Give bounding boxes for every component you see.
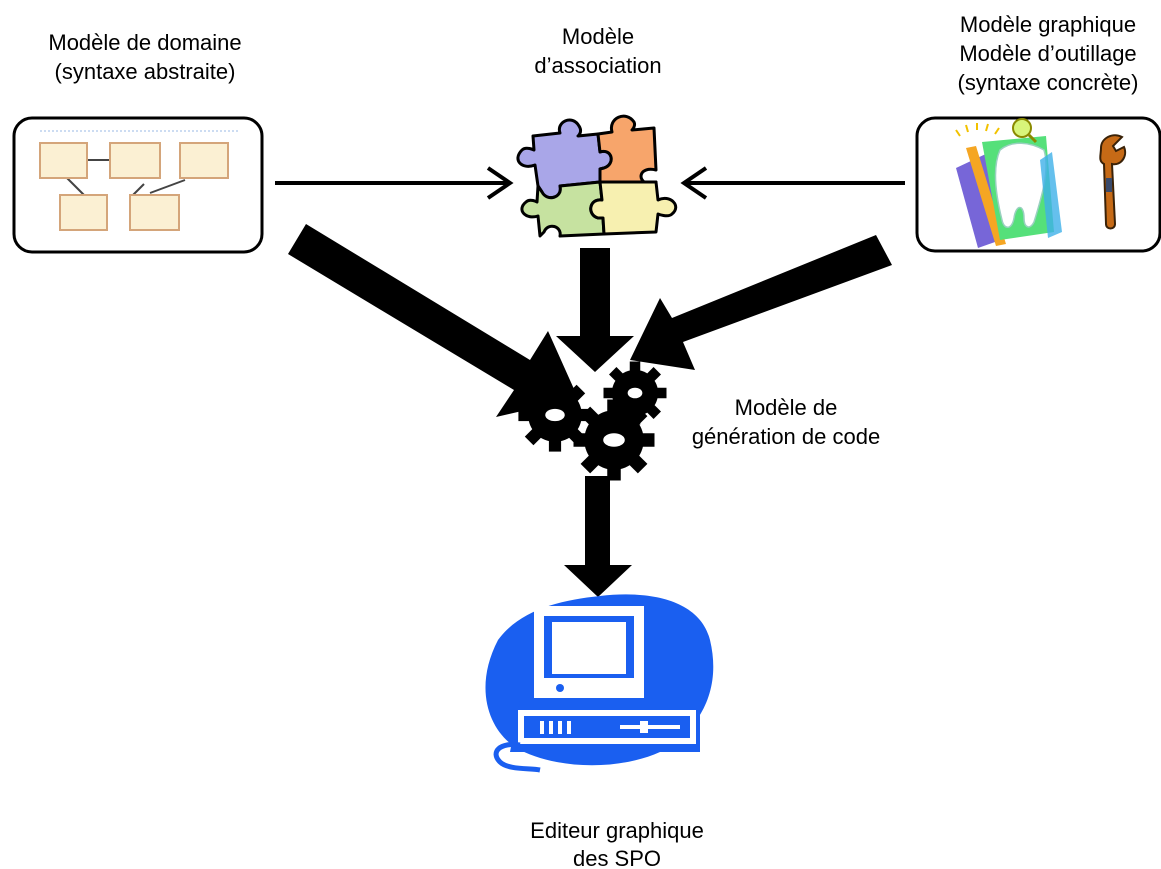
label-graphical-editor-line1: Editeur graphique <box>530 818 704 843</box>
label-graphical-model: Modèle graphique Modèle d’outillage (syn… <box>958 12 1139 95</box>
label-domain-model-line2: (syntaxe abstraite) <box>55 59 236 84</box>
gears-icon <box>518 361 667 481</box>
label-graphical-editor-line2: des SPO <box>573 846 661 869</box>
label-code-generation-model-line2: génération de code <box>692 424 880 449</box>
label-code-generation-model: Modèle de génération de code <box>692 395 880 449</box>
label-graphical-model-line2: Modèle d’outillage <box>959 41 1136 66</box>
arrow-domain-to-association <box>275 166 514 200</box>
domain-model-node <box>12 116 264 254</box>
graphical-model-node <box>915 116 1161 253</box>
domain-model-frame <box>12 116 264 254</box>
computer-icon <box>485 594 714 773</box>
label-graphical-model-line1: Modèle graphique <box>960 12 1136 37</box>
label-association-model-line2: d’association <box>534 53 661 78</box>
label-graphical-model-line3: (syntaxe concrète) <box>958 70 1139 95</box>
label-graphical-editor: Editeur graphique des SPO <box>530 818 704 869</box>
label-code-generation-model-line1: Modèle de <box>735 395 838 420</box>
arrow-graphical-to-association <box>680 166 905 200</box>
arrow-association-to-codegen <box>556 248 634 372</box>
label-domain-model-line1: Modèle de domaine <box>48 30 241 55</box>
puzzle-icon <box>516 114 678 238</box>
label-domain-model: Modèle de domaine (syntaxe abstraite) <box>48 30 241 84</box>
tools-icon <box>955 118 1127 248</box>
arrow-graphical-to-codegen <box>630 235 892 370</box>
arrow-domain-to-codegen <box>288 224 578 417</box>
label-association-model: Modèle d’association <box>534 24 661 78</box>
class-diagram-icon <box>39 130 238 231</box>
label-association-model-line1: Modèle <box>562 24 634 49</box>
arrow-codegen-to-editor <box>564 476 632 597</box>
